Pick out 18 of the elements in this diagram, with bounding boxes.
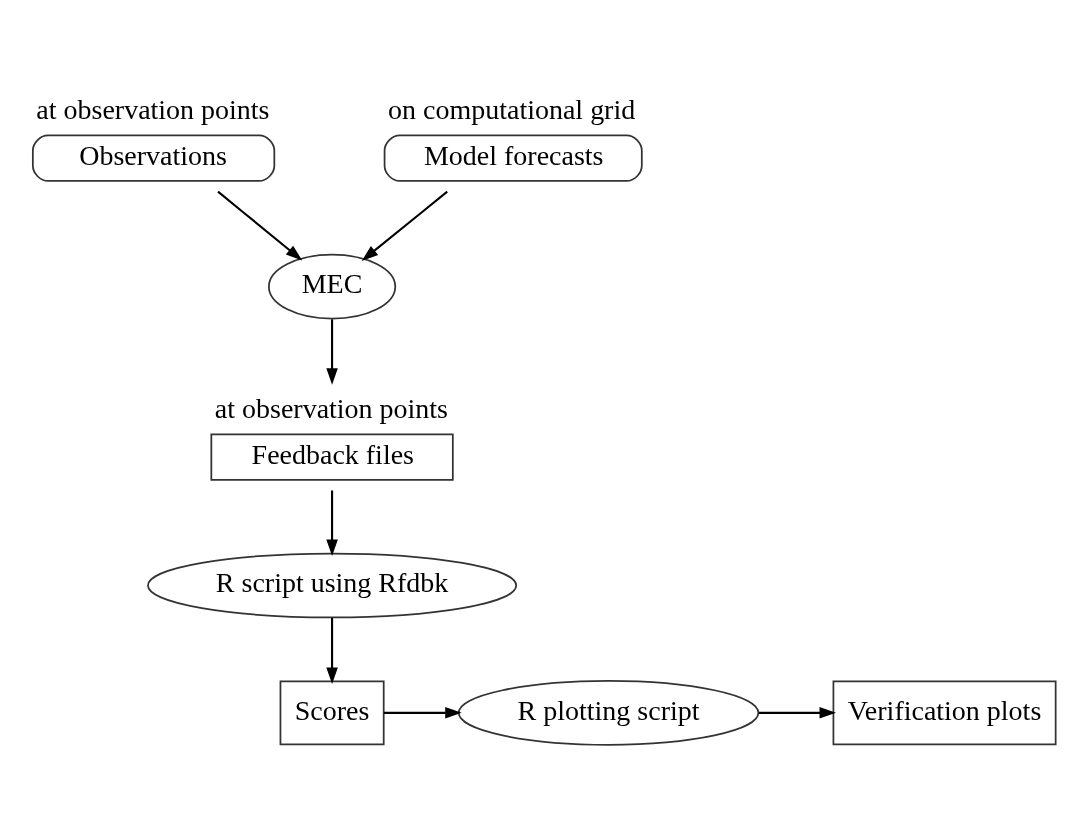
node-box: Scores: [279, 679, 385, 745]
node-label: on computational grid: [388, 93, 636, 125]
arrow: [217, 190, 303, 261]
arrow: [361, 190, 448, 261]
arrow: [758, 706, 836, 719]
node-ellipse: MEC: [268, 253, 397, 319]
arrow: [326, 490, 338, 556]
node-ellipse: R plotting script: [457, 679, 760, 746]
node-label: at observation points: [214, 392, 448, 424]
node-ellipse: R script using Rfdbk: [147, 552, 518, 618]
arrow: [326, 617, 338, 684]
node-box: Feedback files: [210, 432, 454, 481]
node-box: Model forecasts: [383, 134, 643, 182]
arrow: [326, 318, 338, 385]
node-box: Observations: [31, 134, 276, 182]
arrow: [383, 706, 462, 719]
node-label: at observation points: [36, 93, 270, 125]
node-box: Verification plots: [832, 679, 1057, 745]
